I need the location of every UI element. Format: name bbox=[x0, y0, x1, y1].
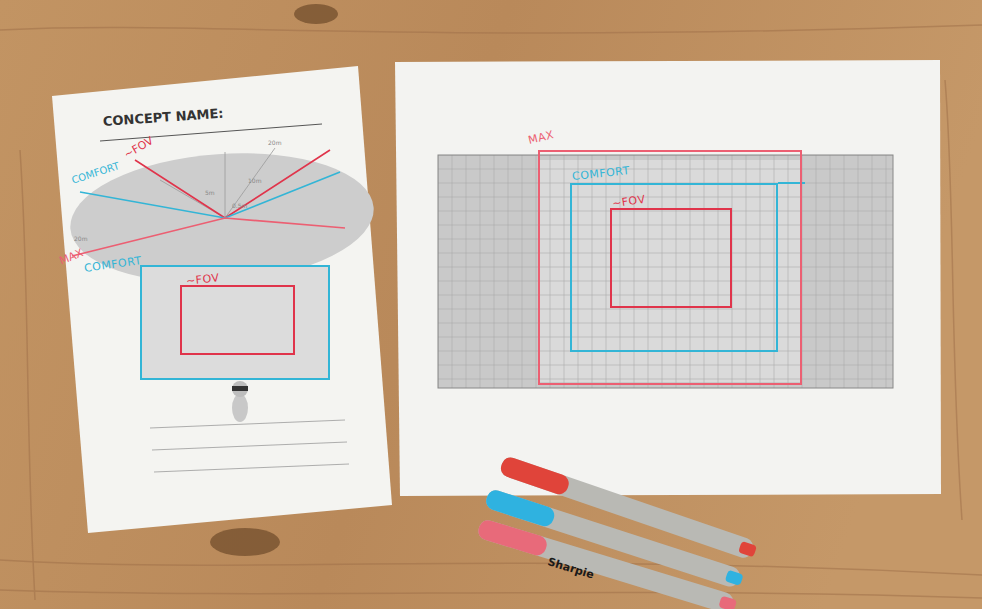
handwritten-label: COMFORT bbox=[70, 161, 120, 186]
paper-sheet bbox=[395, 60, 941, 496]
figure-head bbox=[232, 381, 248, 397]
name-underline bbox=[100, 124, 322, 141]
pen-barrel bbox=[476, 518, 735, 609]
distance-label: 0.5m bbox=[232, 203, 247, 209]
viewer-figure bbox=[232, 381, 248, 422]
grain-line bbox=[0, 25, 982, 33]
comfort-ray bbox=[80, 172, 340, 218]
handwritten-label: MAX bbox=[58, 247, 85, 266]
pen-end bbox=[738, 541, 757, 558]
frame-label: COMFORT bbox=[84, 255, 143, 274]
pen-end bbox=[725, 570, 744, 586]
handwritten-label: ~FOV bbox=[122, 135, 155, 160]
wood-knot bbox=[210, 528, 280, 556]
distance-rays bbox=[160, 148, 275, 218]
wood-grain bbox=[0, 25, 982, 600]
grid-map bbox=[438, 155, 893, 388]
note-lines bbox=[150, 420, 349, 472]
sketch-frame: COMFORT~FOV bbox=[570, 183, 778, 352]
wood-knot bbox=[294, 4, 338, 24]
figure-body bbox=[232, 394, 248, 422]
distance-label: 20m bbox=[268, 140, 281, 146]
sketch-frame: MAXCOMFORT~FOV bbox=[538, 150, 802, 385]
pen-cap bbox=[498, 455, 571, 497]
headset bbox=[232, 386, 248, 391]
distance-label: 20m bbox=[74, 236, 87, 242]
frame-label: ~FOV bbox=[186, 272, 221, 286]
sketch-frame: ~FOV bbox=[610, 208, 732, 308]
grain-line bbox=[945, 80, 962, 520]
distance-label: 10m bbox=[248, 178, 261, 184]
grain-line bbox=[0, 560, 982, 575]
max-ray bbox=[72, 218, 345, 256]
marker-pen bbox=[476, 518, 738, 609]
frame-label: ~FOV bbox=[611, 194, 646, 210]
distance-label: 5m bbox=[205, 190, 215, 196]
sheet-heading: CONCEPT NAME: bbox=[103, 107, 224, 128]
grain-line bbox=[20, 150, 35, 600]
pen-end bbox=[718, 596, 737, 609]
view-panel bbox=[142, 266, 330, 379]
grid-ground bbox=[438, 155, 893, 388]
note-line bbox=[150, 420, 345, 428]
pen-brand: Sharpie bbox=[546, 556, 595, 580]
frame-label: COMFORT bbox=[572, 165, 631, 182]
paper-sheet bbox=[52, 66, 392, 533]
ray bbox=[225, 152, 226, 218]
pen-cap bbox=[476, 518, 549, 558]
sketch-frame: COMFORT~FOV bbox=[140, 265, 330, 380]
note-line bbox=[152, 442, 347, 450]
grain-line bbox=[0, 590, 982, 598]
frame-label: MAX bbox=[527, 129, 555, 146]
note-line bbox=[154, 464, 349, 472]
sketch-frame: ~FOV bbox=[180, 285, 295, 355]
